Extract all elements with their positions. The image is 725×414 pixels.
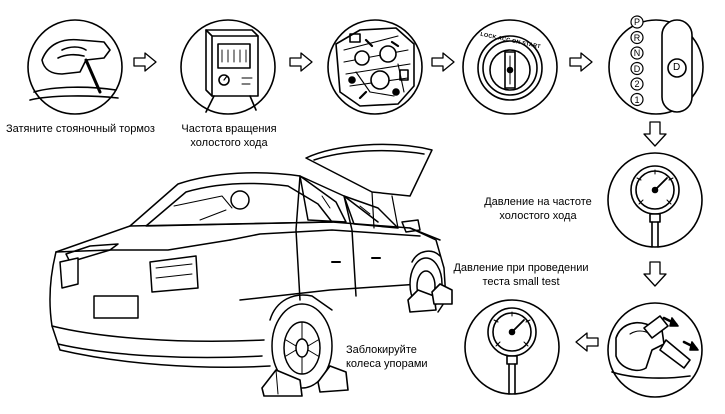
label-pressure-idle-line-1: Давление на частоте [484, 196, 592, 208]
step-pressure-test [464, 299, 560, 395]
step-ignition [462, 19, 558, 115]
step-gear-selector [608, 15, 704, 115]
pedal-icon [611, 315, 699, 379]
arrow-right-icon [431, 52, 455, 72]
gear-label-n: N [633, 48, 641, 58]
hand-brake-icon [29, 38, 119, 101]
label-parking-brake-text: Затяните стояночный тормоз [6, 123, 155, 135]
label-pressure-idle: Давление на частоте холостого хода [472, 195, 604, 223]
step-parking-brake [27, 19, 123, 115]
arrow-down-icon [643, 261, 667, 287]
wheel-chock-icon [261, 369, 303, 397]
step-engine [327, 19, 423, 115]
gear-selector-icon [661, 19, 693, 113]
ignition-switch-icon [477, 35, 543, 101]
step-pressure-idle [607, 152, 703, 248]
label-block-wheels-line-1: Заблокируйте [346, 344, 417, 356]
arrow-right-icon [289, 52, 313, 72]
label-idle-speed: Частота вращения холостого хода [170, 122, 288, 150]
gear-marker-d [630, 61, 644, 76]
label-pressure-test-line-2: теста small test [482, 276, 560, 288]
gear-marker-n [630, 46, 644, 60]
gear-marker-r [630, 30, 644, 45]
label-block-wheels: Заблокируйте колеса упорами [346, 343, 428, 371]
gear-marker-p [630, 15, 644, 29]
label-idle-speed-line-2: холостого хода [190, 137, 268, 149]
arrow-down-icon [643, 121, 667, 147]
step-pedal [607, 302, 703, 398]
label-idle-speed-line-1: Частота вращения [181, 123, 277, 135]
engine-icon [335, 27, 415, 107]
gear-label-2: 2 [634, 79, 640, 89]
label-pressure-idle-line-2: холостого хода [499, 210, 577, 222]
step-idle-speed [180, 19, 276, 115]
pressure-gauge-icon [487, 307, 537, 395]
arrow-left-icon [575, 332, 599, 352]
arrow-right-icon [569, 52, 593, 72]
gear-label-1: 1 [634, 94, 640, 105]
wheel-chock-icon [431, 283, 453, 305]
wheel-chock-icon [317, 365, 349, 393]
label-pressure-test-line-1: Давление при проведении [453, 262, 589, 274]
selector-indicator-text: D [673, 62, 681, 73]
gear-label-p: P [633, 17, 640, 27]
gear-label-r: R [633, 32, 641, 43]
gear-label-d: D [633, 63, 641, 74]
label-block-wheels-line-2: колеса упорами [346, 358, 428, 370]
arrow-right-icon [133, 52, 157, 72]
gear-marker-2 [630, 77, 644, 91]
gear-marker-1 [630, 92, 644, 107]
gear-position-markers [630, 15, 644, 107]
pressure-gauge-icon [630, 165, 680, 248]
car-icon [49, 143, 447, 389]
label-parking-brake: Затяните стояночный тормоз [6, 122, 155, 136]
label-pressure-test: Давление при проведении теста small test [446, 261, 596, 289]
tachometer-icon [205, 29, 259, 113]
